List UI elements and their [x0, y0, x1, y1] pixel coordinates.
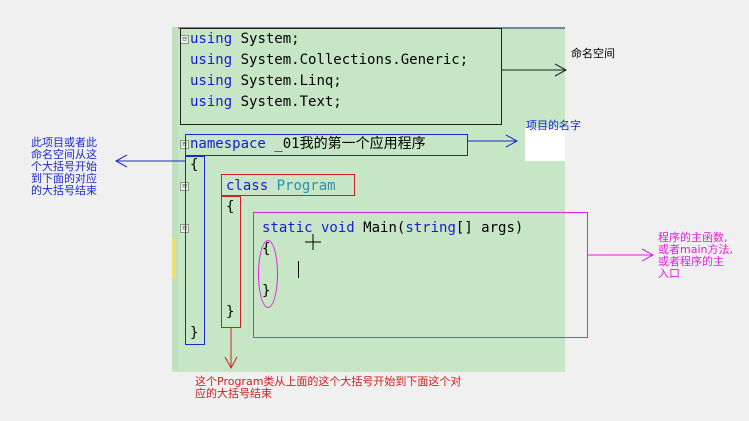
- annotation-class-scope: 这个Program类从上面的这个大括号开始到下面这个对 应的大括号结束: [195, 375, 462, 400]
- keyword: void: [312, 220, 355, 236]
- change-marker: [172, 238, 176, 278]
- keyword: string: [405, 220, 456, 236]
- keyword: namespace: [190, 136, 266, 152]
- code-text: System.Collections.Generic;: [232, 52, 469, 68]
- code-text: System.Linq;: [232, 73, 342, 89]
- using-line[interactable]: using System.Collections.Generic;: [190, 50, 468, 71]
- class-name-box: [221, 174, 355, 196]
- editor-gutter: [172, 27, 178, 370]
- keyword: using: [190, 31, 233, 47]
- class-brace-box: [221, 196, 241, 328]
- annotation-main-function: 程序的主函数, 或者main方法, 或者程序的主 入口: [658, 231, 733, 280]
- code-text: System.Text;: [232, 94, 342, 110]
- main-method-line[interactable]: static void Main(string[] args): [262, 218, 523, 239]
- using-line[interactable]: using System.Text;: [190, 92, 342, 113]
- text-caret: [298, 261, 299, 278]
- overlay-patch: [525, 128, 565, 161]
- method-brace-ellipse: [258, 240, 278, 308]
- annotation-namespace: 命名空间: [571, 47, 615, 60]
- using-block-box: [180, 28, 502, 125]
- keyword: using: [190, 73, 233, 89]
- namespace-close-brace[interactable]: }: [190, 325, 199, 341]
- namespace-line[interactable]: namespace _01我的第一个应用程序: [190, 134, 426, 155]
- class-name: Program: [268, 178, 336, 194]
- keyword: static: [262, 220, 313, 236]
- namespace-name-box: [185, 134, 468, 156]
- namespace-name: _01我的第一个应用程序: [265, 136, 426, 152]
- using-line[interactable]: using System.Linq;: [190, 71, 342, 92]
- method-name: Main(: [354, 220, 406, 236]
- code-text: System;: [232, 31, 300, 47]
- fold-toggle-icon[interactable]: ⊟: [180, 140, 189, 149]
- using-line[interactable]: using System;: [190, 29, 300, 50]
- code-editor[interactable]: [172, 27, 565, 372]
- class-close-brace[interactable]: }: [226, 304, 235, 320]
- fold-toggle-icon[interactable]: ⊟: [180, 224, 189, 233]
- keyword: using: [190, 94, 233, 110]
- keyword: using: [190, 52, 233, 68]
- main-method-box: [253, 212, 588, 338]
- class-open-brace[interactable]: {: [226, 199, 235, 215]
- fold-toggle-icon[interactable]: ⊟: [180, 182, 189, 191]
- namespace-open-brace[interactable]: {: [190, 157, 199, 173]
- namespace-brace-box: [185, 156, 205, 345]
- annotation-namespace-scope: 此项目或者此 命名空间从这 个大括号开始 到下面的对应 的大括号结束: [31, 136, 97, 197]
- code-text: [] args): [455, 220, 524, 236]
- annotation-project-name: 项目的名字: [526, 119, 581, 132]
- keyword: class: [226, 178, 269, 194]
- class-line[interactable]: class Program: [226, 176, 336, 197]
